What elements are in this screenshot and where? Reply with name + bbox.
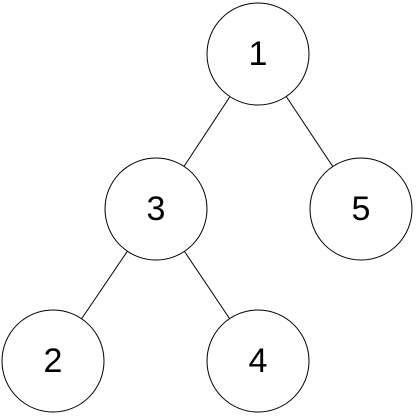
tree-node-2: 2	[1, 309, 105, 413]
tree-node-5: 5	[309, 157, 413, 261]
edge-n3-n2	[81, 250, 128, 320]
node-circle	[206, 309, 310, 413]
node-label: 2	[44, 342, 63, 380]
nodes-layer: 1 3 5 2 4	[1, 2, 413, 413]
node-label: 5	[352, 190, 371, 228]
edge-n1-n3	[183, 96, 231, 167]
edge-n3-n4	[184, 251, 230, 319]
node-circle	[104, 157, 208, 261]
edge-n1-n5	[285, 96, 334, 167]
node-label: 4	[249, 342, 268, 380]
tree-node-3: 3	[104, 157, 208, 261]
node-circle	[206, 2, 310, 106]
node-label: 3	[147, 190, 166, 228]
node-circle	[309, 157, 413, 261]
edges-layer	[81, 96, 334, 320]
tree-node-4: 4	[206, 309, 310, 413]
node-label: 1	[249, 35, 268, 73]
node-circle	[1, 309, 105, 413]
tree-node-1: 1	[206, 2, 310, 106]
